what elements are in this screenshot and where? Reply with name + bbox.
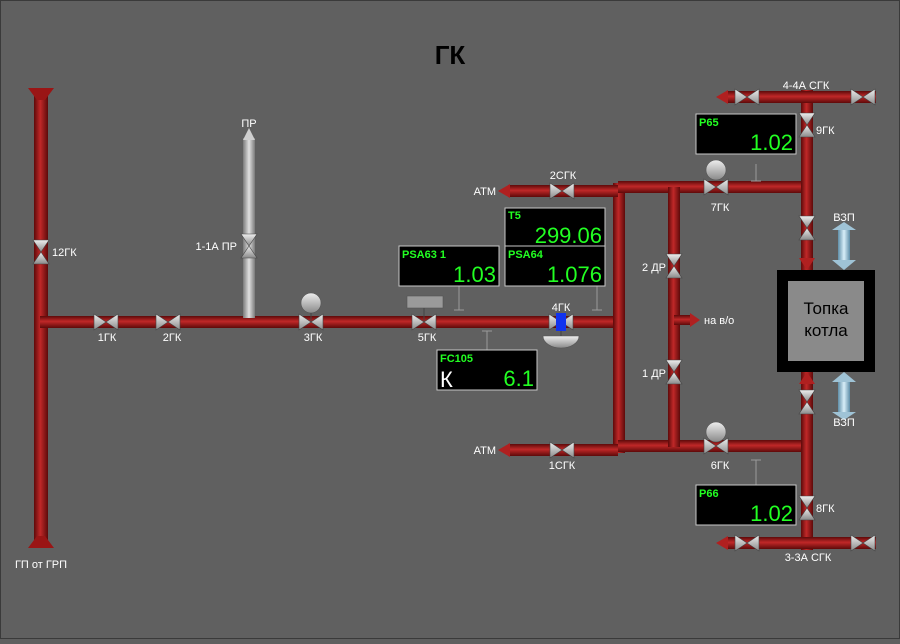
right-bottom-pipe <box>801 372 813 550</box>
label-5gk: 5ГК <box>418 332 437 344</box>
sgk-top-arrow <box>716 90 728 104</box>
label-12gk: 12ГК <box>52 247 77 259</box>
panel-psa64-tag: PSA64 <box>508 249 544 261</box>
label-vzp-bottom: ВЗП <box>833 417 855 429</box>
actuator-7gk-icon <box>705 159 727 181</box>
label-1gk: 1ГК <box>98 332 117 344</box>
label-7gk: 7ГК <box>711 202 730 214</box>
panel-psa63[interactable]: PSA63 1 1.03 <box>398 245 500 287</box>
panel-p66[interactable]: P66 1.02 <box>695 484 797 526</box>
pipe-cap-bottom <box>28 536 54 548</box>
panel-p65-value: 1.02 <box>750 130 793 155</box>
manifold-pipe <box>613 183 625 453</box>
gas-in-bottom-arrow <box>799 372 815 384</box>
page-title: ГК <box>435 40 466 70</box>
label-2gk: 2ГК <box>163 332 182 344</box>
vo-line <box>674 315 692 325</box>
label-atm-bottom: АТМ <box>474 445 496 457</box>
vo-arrow <box>690 313 700 327</box>
panel-t5[interactable]: T5 299.06 <box>504 207 606 248</box>
label-1-1a-pr: 1-1А ПР <box>195 241 237 253</box>
atm-bottom-arrow <box>498 443 510 457</box>
label-1dr: 1 ДР <box>642 368 666 380</box>
label-4-4a-sgk: 4-4А СГК <box>783 80 830 92</box>
panel-psa63-value: 1.03 <box>453 262 496 287</box>
line-3-3a-sgk <box>726 537 876 549</box>
vzp-bottom-pipe <box>838 380 850 414</box>
panel-fc105-mode: К <box>440 367 453 392</box>
label-6gk: 6ГК <box>711 460 730 472</box>
panel-t5-tag: T5 <box>508 210 521 222</box>
panel-p65[interactable]: P65 1.02 <box>695 113 797 155</box>
panel-psa63-tag: PSA63 1 <box>402 249 446 261</box>
label-vzp-top: ВЗП <box>833 212 855 224</box>
line-4-4a-sgk <box>726 91 876 103</box>
label-3gk: 3ГК <box>304 332 323 344</box>
panel-p66-tag: P66 <box>699 488 719 500</box>
furnace-label-2: котла <box>804 321 848 340</box>
sgk-bottom-arrow <box>716 536 728 550</box>
label-pr: ПР <box>241 118 256 130</box>
pr-pipe <box>243 138 255 318</box>
actuator-4gk-icon <box>542 335 580 349</box>
panel-fc105-value: 6.1 <box>503 366 534 391</box>
panel-fc105-tag: FC105 <box>440 353 473 365</box>
panel-p65-tag: P65 <box>699 117 719 129</box>
label-vo: на в/о <box>704 315 734 327</box>
label-3-3a-sgk: 3-3А СГК <box>785 552 832 564</box>
vzp-bottom-arrow <box>832 372 856 382</box>
label-2dr: 2 ДР <box>642 262 666 274</box>
label-4gk: 4ГК <box>552 302 571 314</box>
furnace-label-1: Топка <box>804 299 850 318</box>
panel-psa64-value: 1.076 <box>547 262 602 287</box>
panel-fc105[interactable]: FC105 К 6.1 <box>436 349 538 392</box>
vzp-top-pipe <box>838 228 850 262</box>
main-gas-line <box>40 316 625 328</box>
gas-in-top-arrow <box>799 258 815 270</box>
pipe-cap-top <box>28 88 54 100</box>
label-9gk: 9ГК <box>816 125 835 137</box>
label-1sgk: 1СГК <box>549 460 576 472</box>
label-8gk: 8ГК <box>816 503 835 515</box>
actuator-6gk-icon <box>705 421 727 443</box>
atm-top-arrow <box>498 184 510 198</box>
pr-arrow <box>243 128 255 140</box>
panel-p66-value: 1.02 <box>750 501 793 526</box>
label-2sgk: 2СГК <box>550 170 577 182</box>
valve-4gk-state-icon <box>556 313 566 331</box>
label-atm-top: АТМ <box>474 186 496 198</box>
label-source: ГП от ГРП <box>15 559 67 571</box>
vzp-top-arrow <box>832 260 856 270</box>
actuator-5gk-icon <box>406 295 444 309</box>
panel-t5-value: 299.06 <box>535 223 602 248</box>
panel-psa64[interactable]: PSA64 1.076 <box>504 245 606 287</box>
actuator-3gk-icon <box>300 292 322 314</box>
